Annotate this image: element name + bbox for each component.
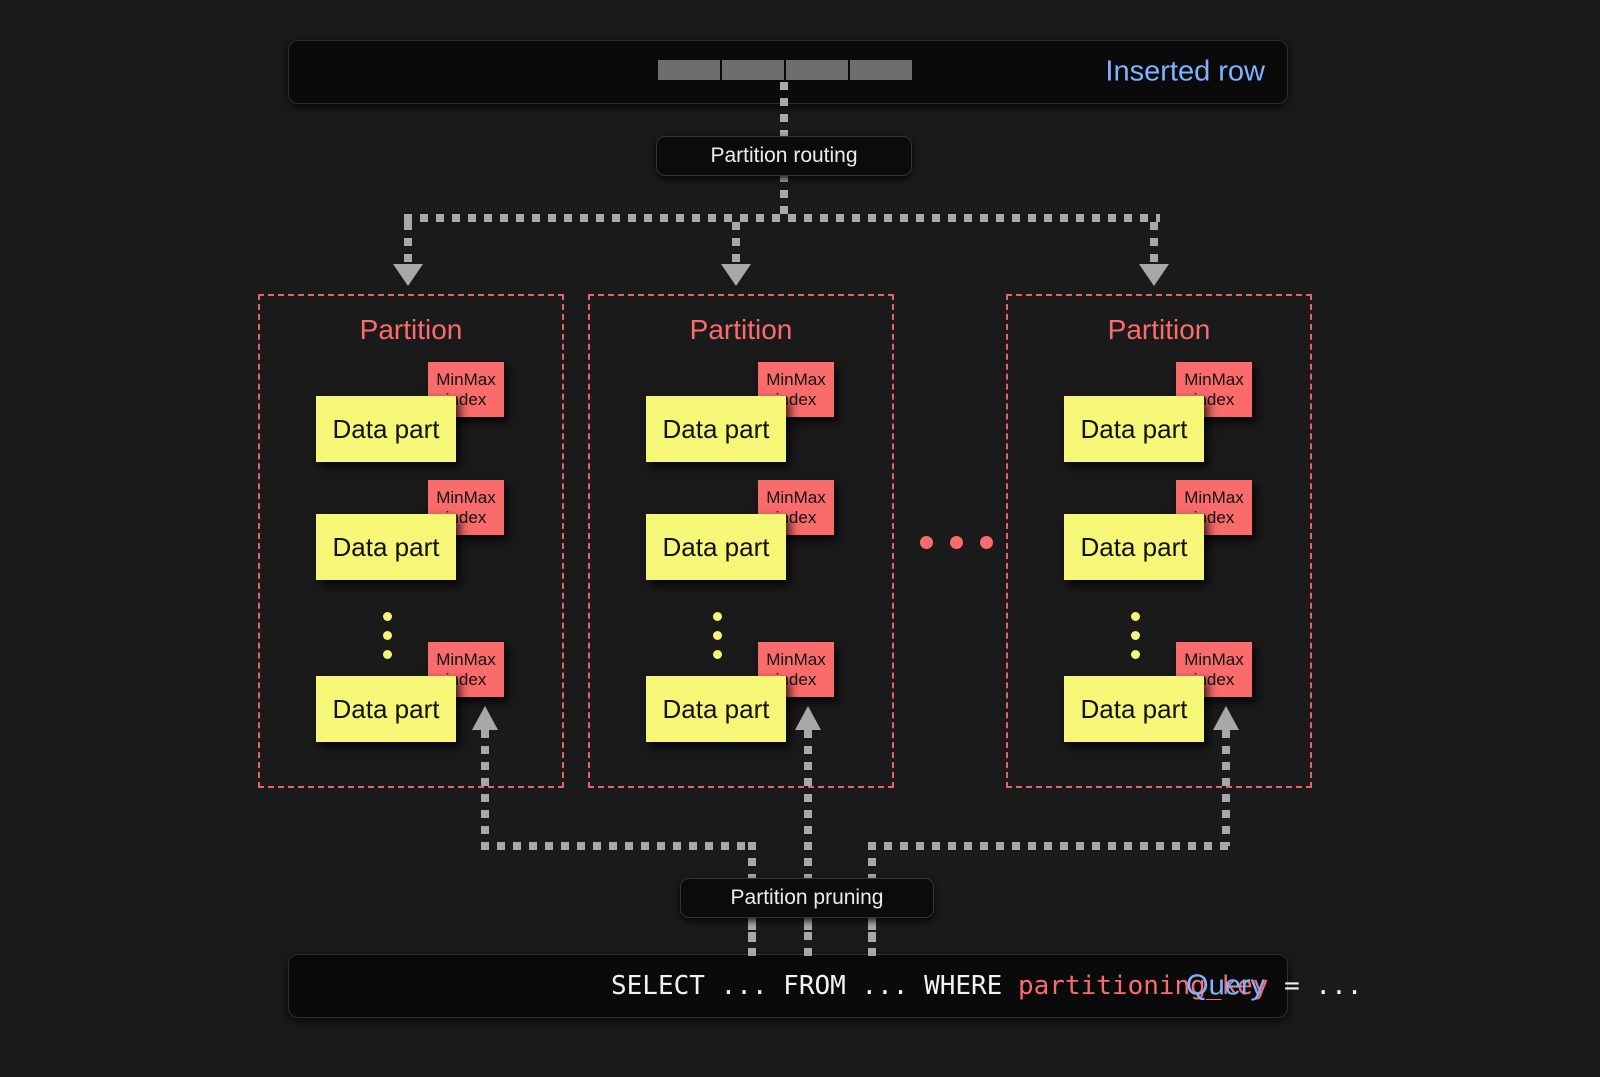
inserted-row-cells bbox=[658, 60, 912, 80]
data-part-ellipsis bbox=[1131, 612, 1140, 659]
query-keyword: partitioning_key bbox=[1018, 971, 1269, 1001]
pruning-collector-left bbox=[481, 842, 756, 850]
ellipsis-dot bbox=[383, 612, 392, 621]
minmax-index-line-1: MinMax bbox=[1184, 487, 1244, 507]
ellipsis-dot bbox=[383, 631, 392, 640]
connector-bus-to-partition-2 bbox=[732, 222, 740, 268]
ellipsis-dot bbox=[1131, 650, 1140, 659]
query-text-before: SELECT ... FROM ... WHERE bbox=[611, 971, 1018, 1001]
data-part-ellipsis bbox=[383, 612, 392, 659]
routing-bus-line bbox=[404, 214, 1160, 222]
connector-bus-to-partition-3 bbox=[1150, 222, 1158, 268]
data-part-box: Data part bbox=[1064, 676, 1204, 742]
connector-row-to-routing bbox=[780, 82, 788, 138]
minmax-index-line-1: MinMax bbox=[436, 487, 496, 507]
partition-title: Partition bbox=[359, 314, 463, 345]
minmax-index-line-1: MinMax bbox=[436, 649, 496, 669]
arrow-up-icon bbox=[472, 706, 498, 730]
ellipsis-dot bbox=[383, 650, 392, 659]
row-cell bbox=[786, 60, 848, 80]
ellipsis-dot bbox=[980, 536, 993, 549]
minmax-index-line-1: MinMax bbox=[1184, 369, 1244, 389]
connector-partition-3-up bbox=[1222, 730, 1230, 846]
pruning-collector-right bbox=[868, 842, 1230, 850]
data-part-box: Data part bbox=[1064, 396, 1204, 462]
between-partitions-ellipsis bbox=[920, 536, 993, 549]
query-label: Query bbox=[1186, 969, 1265, 1002]
arrow-down-icon bbox=[1139, 264, 1169, 286]
row-cell bbox=[722, 60, 784, 80]
data-part-box: Data part bbox=[316, 396, 456, 462]
row-cell bbox=[850, 60, 912, 80]
minmax-index-box: MinMax index bbox=[758, 480, 834, 535]
ellipsis-dot bbox=[1131, 631, 1140, 640]
ellipsis-dot bbox=[1131, 612, 1140, 621]
row-cell bbox=[658, 60, 720, 80]
minmax-index-line-1: MinMax bbox=[766, 487, 826, 507]
minmax-index-box: MinMax index bbox=[428, 480, 504, 535]
data-part-box: Data part bbox=[646, 514, 786, 580]
connector-pruning-to-query-left bbox=[748, 916, 756, 956]
arrow-up-icon bbox=[1213, 706, 1239, 730]
minmax-index-line-1: MinMax bbox=[766, 649, 826, 669]
partition-routing-label: Partition routing bbox=[710, 144, 858, 167]
data-part-box: Data part bbox=[646, 676, 786, 742]
data-part-ellipsis bbox=[713, 612, 722, 659]
connector-partition-1-up bbox=[481, 730, 489, 846]
minmax-index-line-1: MinMax bbox=[766, 369, 826, 389]
inserted-row-label: Inserted row bbox=[1105, 55, 1265, 88]
data-part-box: Data part bbox=[1064, 514, 1204, 580]
partition-pruning-box: Partition pruning bbox=[680, 878, 934, 918]
partition-routing-box: Partition routing bbox=[656, 136, 912, 176]
ellipsis-dot bbox=[713, 631, 722, 640]
partition-title: Partition bbox=[689, 314, 793, 345]
partition-pruning-label: Partition pruning bbox=[730, 886, 884, 909]
connector-routing-to-bus bbox=[780, 174, 788, 220]
ellipsis-dot bbox=[713, 650, 722, 659]
arrow-down-icon bbox=[721, 264, 751, 286]
connector-pruning-to-query-center bbox=[804, 916, 812, 956]
data-part-box: Data part bbox=[316, 676, 456, 742]
connector-bus-to-partition-1 bbox=[404, 222, 412, 268]
arrow-down-icon bbox=[393, 264, 423, 286]
query-bar: SELECT ... FROM ... WHERE partitioning_k… bbox=[288, 954, 1362, 1018]
connector-pruning-to-query-right bbox=[868, 916, 876, 956]
partition-box-1: Partition MinMax index Data part MinMax … bbox=[258, 294, 564, 788]
partition-box-2: Partition MinMax index Data part MinMax … bbox=[588, 294, 894, 788]
query-text-after: = ... bbox=[1268, 971, 1363, 1001]
ellipsis-dot bbox=[920, 536, 933, 549]
ellipsis-dot bbox=[950, 536, 963, 549]
arrow-up-icon bbox=[795, 706, 821, 730]
data-part-box: Data part bbox=[316, 514, 456, 580]
minmax-index-line-1: MinMax bbox=[1184, 649, 1244, 669]
partition-title: Partition bbox=[1107, 314, 1211, 345]
connector-partition-2-up bbox=[804, 730, 812, 938]
partition-box-3: Partition MinMax index Data part MinMax … bbox=[1006, 294, 1312, 788]
query-text: SELECT ... FROM ... WHERE partitioning_k… bbox=[611, 971, 1362, 1001]
minmax-index-line-1: MinMax bbox=[436, 369, 496, 389]
inserted-row-bar: Inserted row bbox=[288, 40, 1288, 104]
ellipsis-dot bbox=[713, 612, 722, 621]
data-part-box: Data part bbox=[646, 396, 786, 462]
